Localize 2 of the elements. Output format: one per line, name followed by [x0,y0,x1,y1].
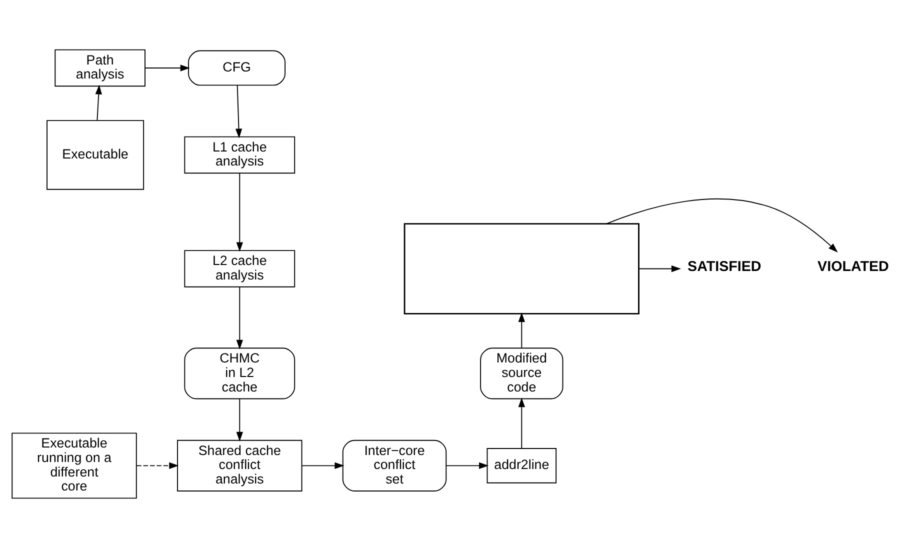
node-text: SATISFIED [688,259,762,276]
node-text: VIOLATED [818,259,889,276]
